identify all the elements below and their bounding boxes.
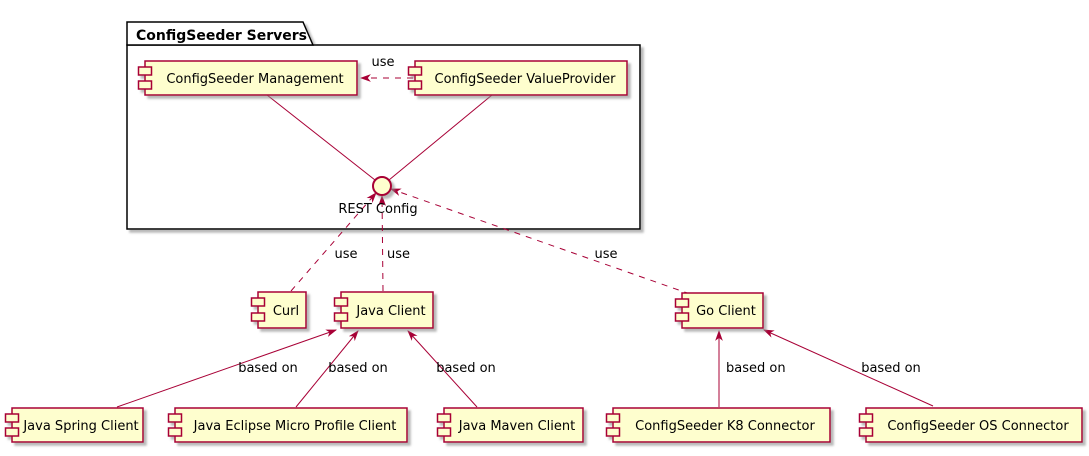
- edge-label-basedon-spring: based on: [238, 361, 298, 376]
- package-configseeder-servers: ConfigSeeder Servers: [126, 21, 641, 230]
- edge-labels: use use use use based on based on based …: [238, 55, 921, 376]
- edge-valueprovider-restconfig: [388, 94, 493, 181]
- edges: Java Client : based on --> Java Client :…: [116, 74, 934, 408]
- component-label: ConfigSeeder Management: [166, 72, 343, 87]
- component-icon: [137, 66, 153, 90]
- component-java-spring-client: Java Spring Client: [4, 407, 144, 443]
- edge-os-goclient: [762, 329, 934, 407]
- component-icon: [407, 66, 423, 90]
- component-label: ConfigSeeder K8 Connector: [635, 419, 815, 434]
- component-box: [443, 407, 584, 443]
- component-configseeder-valueprovider: ConfigSeeder ValueProvider: [407, 60, 628, 96]
- component-box: [865, 407, 1083, 443]
- component-box: [340, 291, 434, 329]
- component-label: ConfigSeeder OS Connector: [887, 419, 1069, 434]
- component-java-eclipse-micro-profile-client: Java Eclipse Micro Profile Client: [167, 407, 408, 443]
- component-icon: [674, 298, 690, 322]
- component-label: Java Spring Client: [22, 419, 138, 434]
- component-box: [414, 60, 628, 96]
- interface-label: REST Config: [338, 202, 417, 217]
- edge-label-basedon-os: based on: [861, 361, 921, 376]
- edge-management-restconfig: [266, 94, 376, 181]
- component-box: [681, 292, 764, 329]
- component-label: ConfigSeeder ValueProvider: [435, 72, 617, 87]
- edge-label-use-curl: use: [334, 247, 357, 262]
- edge-label-use-top: use: [371, 55, 394, 70]
- interface-rest-config: REST Config: [338, 176, 418, 217]
- edge-label-basedon-maven: based on: [436, 361, 496, 376]
- component-box: [257, 291, 307, 329]
- component-configseeder-k8-connector: ConfigSeeder K8 Connector: [605, 407, 831, 443]
- component-label: Curl: [273, 304, 299, 319]
- component-label: Go Client: [696, 304, 756, 319]
- component-icon: [605, 413, 621, 437]
- component-box: [612, 407, 831, 443]
- package-tab: [126, 21, 315, 46]
- component-label: Java Eclipse Micro Profile Client: [193, 419, 397, 434]
- component-go-client: Go Client: [674, 292, 764, 329]
- component-label: Java Maven Client: [458, 419, 575, 434]
- component-icon: [167, 413, 183, 437]
- edge-maven-javaclient: [407, 330, 478, 408]
- component-configseeder-management: ConfigSeeder Management: [137, 60, 358, 96]
- component-label: Java Client: [355, 304, 425, 319]
- interface-circle-icon: [372, 176, 392, 196]
- edge-label-basedon-k8: based on: [726, 361, 786, 376]
- component-java-maven-client: Java Maven Client: [436, 407, 584, 443]
- package-title: ConfigSeeder Servers: [136, 28, 307, 44]
- component-box: [11, 407, 144, 443]
- edge-eclipse-javaclient: [295, 330, 359, 408]
- package-shape: [126, 21, 641, 230]
- component-curl: Curl: [250, 291, 307, 329]
- component-java-client: Java Client: [333, 291, 434, 329]
- edge-javaclient-restconfig: [378, 194, 386, 292]
- component-icon: [333, 297, 349, 322]
- edge-spring-javaclient: [116, 329, 338, 408]
- component-icon: [250, 297, 266, 322]
- edge-goclient-restconfig: [389, 188, 691, 295]
- edge-label-use-go: use: [594, 247, 617, 262]
- component-icon: [4, 413, 20, 437]
- component-icon: [436, 413, 452, 437]
- component-icon: [858, 413, 874, 437]
- component-box: [174, 407, 408, 443]
- edge-curl-restconfig: [290, 192, 377, 292]
- component-configseeder-os-connector: ConfigSeeder OS Connector: [858, 407, 1083, 443]
- component-box: [144, 60, 358, 96]
- edge-label-basedon-eclipse: based on: [328, 361, 388, 376]
- edge-label-use-java: use: [387, 247, 410, 262]
